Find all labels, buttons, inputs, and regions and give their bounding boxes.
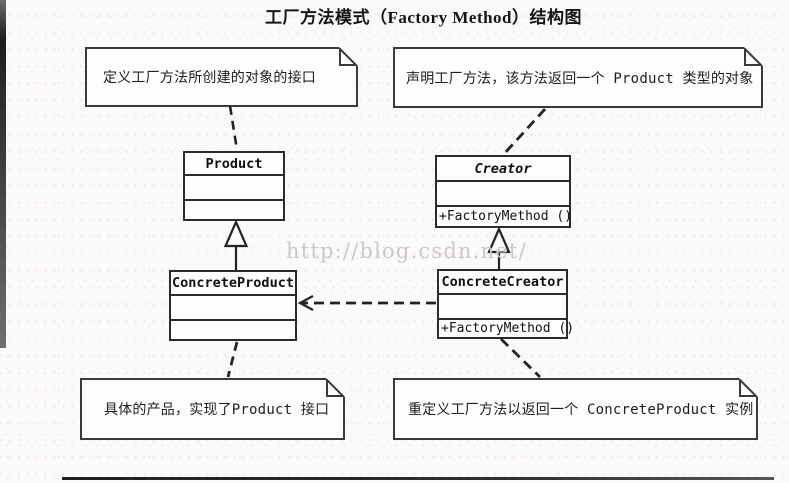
anchor-concrete-creator-to-note-bottom-right: [500, 337, 541, 379]
class-concrete-product: ConcreteProduct: [169, 270, 297, 341]
class-product: Product: [183, 151, 285, 221]
class-attributes-compartment: [437, 180, 569, 205]
note-fold-icon: [339, 48, 357, 66]
anchor-note-top-left-to-product: [228, 105, 239, 151]
watermark: http://blog.csdn.net/: [286, 239, 527, 263]
anchor-concrete-product-to-note-bottom-left: [226, 341, 239, 378]
note-text: 定义工厂方法所创建的对象的接口: [103, 70, 316, 86]
note-text: 重定义工厂方法以返回一个 ConcreteProduct 实例: [408, 402, 754, 418]
note-top-left: 定义工厂方法所创建的对象的接口: [85, 47, 358, 107]
generalization-arrowhead-product: [223, 219, 249, 248]
anchor-note-top-right-to-creator: [502, 108, 547, 155]
class-methods-compartment: +FactoryMethod (): [439, 318, 574, 337]
class-methods-compartment: +FactoryMethod (): [437, 205, 572, 226]
scan-artifact-bottom-edge: [62, 477, 774, 480]
class-name: Product: [205, 155, 263, 172]
class-attributes-compartment: [185, 174, 283, 199]
note-bottom-left: 具体的产品，实现了Product 接口: [80, 378, 345, 440]
note-text: 具体的产品，实现了Product 接口: [104, 402, 330, 418]
class-attributes-compartment: [171, 294, 295, 319]
class-methods-compartment: [171, 319, 295, 339]
scan-artifact-left-edge: [0, 0, 6, 348]
note-text: 声明工厂方法，该方法返回一个 Product 类型的对象: [406, 70, 754, 87]
diagram-title: 工厂方法模式（Factory Method）结构图: [264, 8, 583, 27]
class-methods-compartment: [185, 199, 283, 219]
dependency-arrowhead: [297, 295, 314, 311]
class-concrete-creator: ConcreteCreator +FactoryMethod (): [437, 269, 574, 339]
class-attributes-compartment: [439, 293, 566, 318]
note-top-right: 声明工厂方法，该方法返回一个 Product 类型的对象: [393, 47, 763, 108]
note-fold-icon: [744, 48, 762, 66]
class-creator: Creator +FactoryMethod (): [435, 155, 572, 228]
note-fold-icon: [739, 379, 757, 397]
class-name: ConcreteProduct: [172, 275, 294, 291]
class-name: ConcreteCreator: [441, 274, 564, 290]
note-fold-icon: [326, 379, 344, 397]
class-name: Creator: [474, 160, 532, 177]
note-bottom-right: 重定义工厂方法以返回一个 ConcreteProduct 实例: [393, 378, 758, 440]
